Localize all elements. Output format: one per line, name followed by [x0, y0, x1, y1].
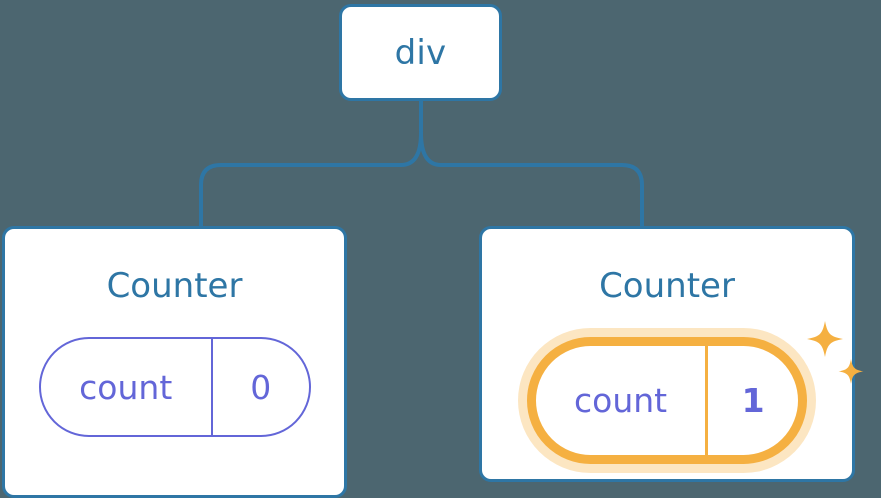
state-pill-right-wrap: count 1: [527, 321, 864, 464]
sparkle-large-icon: [807, 321, 843, 357]
node-div[interactable]: div: [339, 4, 502, 101]
state-pill-right[interactable]: count 1: [527, 337, 807, 464]
state-pill-right-value: 1: [741, 381, 765, 420]
sparkle-small-icon: [838, 359, 864, 384]
state-pill-left-value: 0: [250, 367, 272, 407]
node-counter-left-label: Counter: [106, 266, 243, 306]
connector-edge-right: [419, 131, 644, 228]
state-pill-right-key: count: [536, 346, 709, 455]
node-counter-left[interactable]: Counter count 0: [2, 226, 347, 498]
state-pill-left-wrap: count 0: [38, 337, 311, 437]
node-div-label: div: [394, 32, 447, 73]
sparkle-group: [807, 321, 864, 384]
node-counter-right[interactable]: Counter count 1: [479, 226, 864, 482]
state-pill-left[interactable]: count 0: [38, 337, 311, 437]
connector-edge-left: [199, 131, 423, 228]
state-pill-left-key: count: [41, 339, 213, 435]
node-counter-right-label: Counter: [599, 266, 735, 306]
